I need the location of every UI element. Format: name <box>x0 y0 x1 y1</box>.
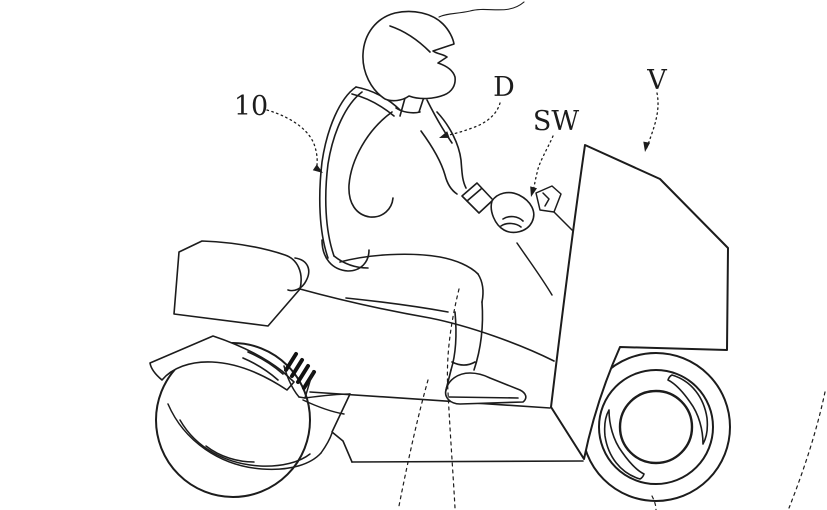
handlebar <box>516 185 573 296</box>
front-rim <box>598 369 714 485</box>
floorboard-top <box>309 391 551 409</box>
tail-box <box>173 240 310 327</box>
callouts: 10 D SW V <box>234 65 667 197</box>
label-D: D <box>493 72 515 103</box>
rider-leg <box>339 253 527 405</box>
label-10: 10 <box>234 91 268 122</box>
rider-shoe <box>444 372 527 405</box>
arrowhead-10 <box>312 164 323 173</box>
wheel-vent-upper <box>667 374 709 445</box>
arrowhead-V <box>643 141 651 152</box>
floorboard <box>309 391 584 463</box>
bottom-leader-2 <box>398 379 429 507</box>
front-body <box>550 144 729 460</box>
rear-fender <box>149 335 295 391</box>
arrowhead-D <box>439 131 450 138</box>
wheel-vent-lower <box>603 409 645 480</box>
rider-hand <box>490 191 535 234</box>
rider-helmet <box>362 10 456 117</box>
glove-cuff <box>461 182 494 214</box>
bottom-leader-lines <box>398 288 826 510</box>
leader-line-10 <box>266 109 318 167</box>
seat-underside <box>299 288 555 362</box>
underbody-edge <box>331 393 353 463</box>
rear-fender-swoosh <box>167 403 333 471</box>
rear-suspension <box>283 352 351 415</box>
leader-line-SW <box>532 135 554 192</box>
arrowhead-SW <box>530 186 537 197</box>
label-V: V <box>646 65 667 96</box>
bottom-leader-3 <box>788 391 826 509</box>
front-hub <box>618 389 694 465</box>
top-leader-squiggle <box>438 1 525 18</box>
bottom-leader-1 <box>446 288 460 509</box>
bottom-leader-4 <box>651 495 657 510</box>
bar-stub <box>553 211 573 231</box>
rider <box>299 10 555 405</box>
label-SW: SW <box>533 106 579 137</box>
helmet-shell <box>362 10 456 102</box>
rider-arm <box>420 111 535 234</box>
floorboard-bottom <box>351 460 584 463</box>
leader-line-D <box>445 102 501 137</box>
helmet-visor-line <box>389 25 431 53</box>
airbag-vest <box>318 86 453 272</box>
leader-line-V <box>645 92 659 151</box>
